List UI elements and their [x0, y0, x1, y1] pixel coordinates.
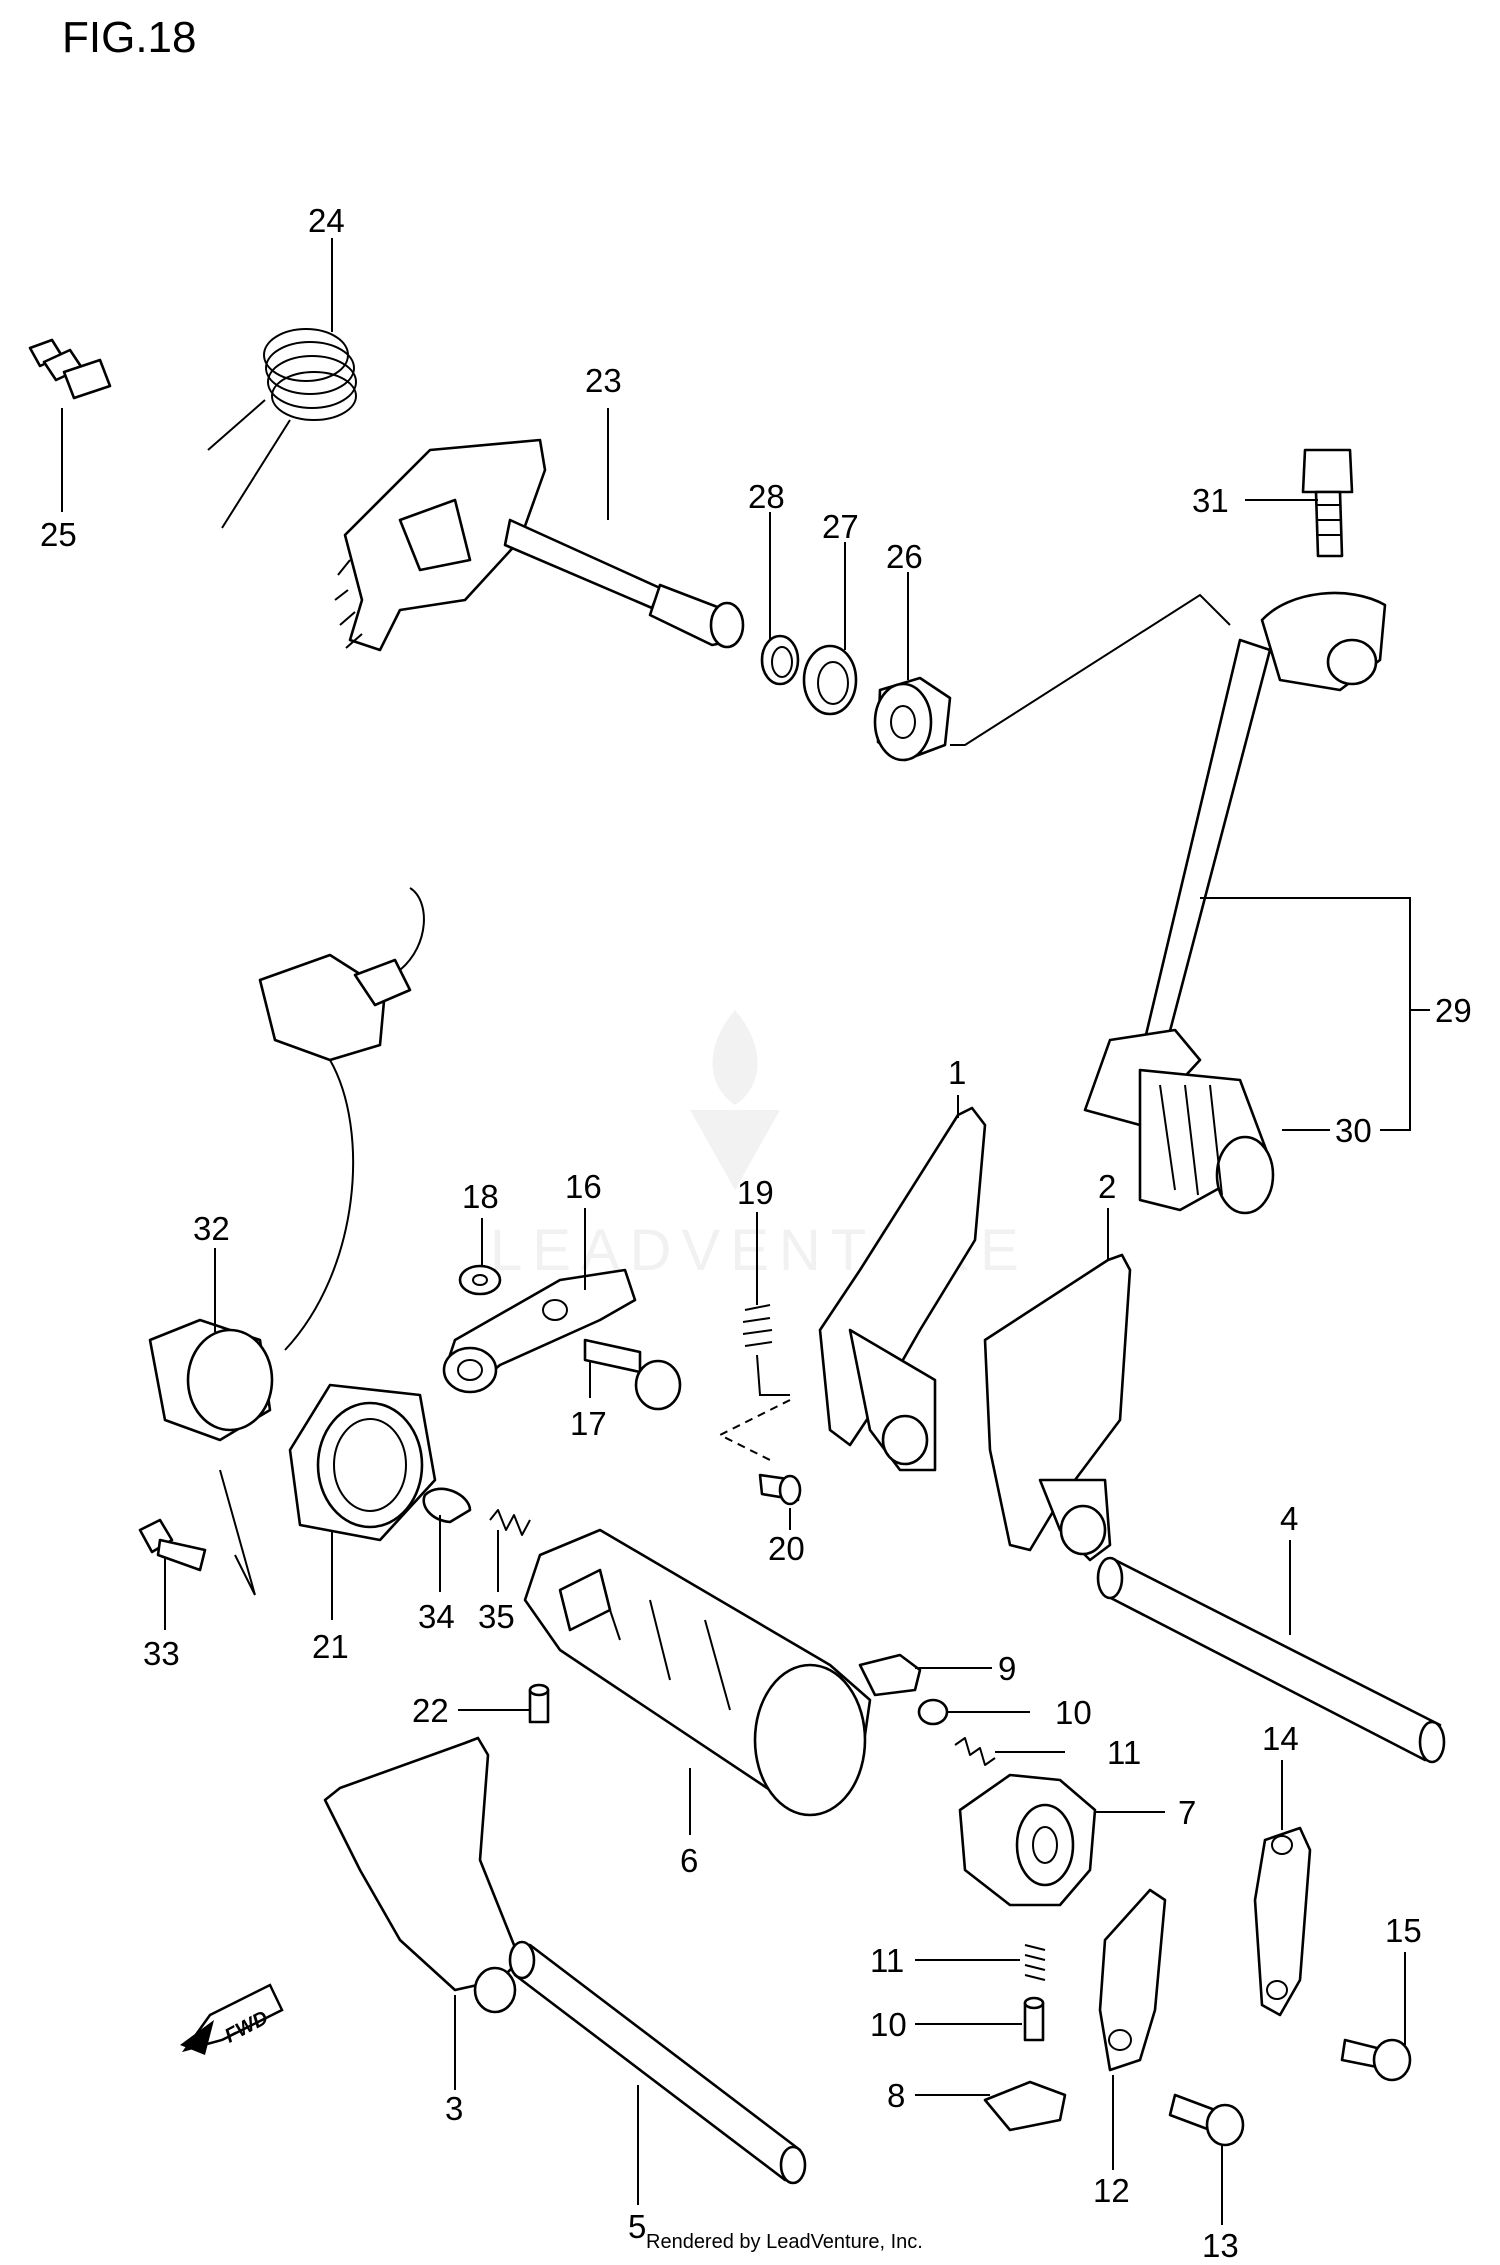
part-28-circlip-drawing	[760, 634, 800, 686]
part-13-screw-drawing	[1168, 2093, 1245, 2147]
figure-title: FIG.18	[62, 13, 197, 62]
part-1-shift-fork-drawing	[818, 1106, 987, 1472]
part-20-pin-drawing	[758, 1473, 802, 1506]
callout-18: 18	[462, 1178, 499, 1215]
callout-3: 3	[445, 2090, 463, 2127]
part-10-pin-lower-drawing	[1023, 1996, 1045, 2042]
part-16-stopper-drawing	[442, 1268, 637, 1394]
footer-credit: Rendered by LeadVenture, Inc.	[646, 2231, 923, 2253]
part-10-pin-drawing	[917, 1698, 949, 1726]
part-24-spring-drawing	[207, 328, 357, 529]
callout-34: 34	[418, 1598, 455, 1635]
callout-16: 16	[565, 1168, 602, 1205]
callout-1: 1	[948, 1054, 966, 1091]
callout-24: 24	[308, 202, 345, 239]
part-8-holder-drawing	[983, 2080, 1067, 2132]
callout-12: 12	[1093, 2172, 1130, 2209]
callout-32: 32	[193, 1210, 230, 1247]
part-22-pin-drawing	[528, 1683, 550, 1724]
callout-11-lower: 11	[870, 1942, 904, 1979]
callout-2: 2	[1098, 1168, 1116, 1205]
part-4-shaft-drawing	[1096, 1556, 1446, 1764]
callout-28: 28	[748, 478, 785, 515]
callout-10: 10	[1055, 1694, 1092, 1731]
part-18-washer-drawing	[458, 1264, 502, 1296]
callout-14: 14	[1262, 1720, 1299, 1757]
callout-13: 13	[1202, 2227, 1239, 2264]
callout-labels: 24 25 23 28 27 26 31 29 30 1 2 18 16 19 …	[40, 202, 1472, 2264]
callout-35: 35	[478, 1598, 515, 1635]
callout-19: 19	[737, 1174, 774, 1211]
part-11-spring-lower-drawing	[1024, 1944, 1046, 1981]
fwd-arrow-badge: FWD	[180, 1983, 284, 2055]
callout-10-lower: 10	[870, 2006, 907, 2043]
callout-20: 20	[768, 1530, 805, 1567]
callout-33: 33	[143, 1635, 180, 1672]
part-31-bolt-drawing	[1301, 448, 1354, 558]
callout-17: 17	[570, 1405, 607, 1442]
callout-7: 7	[1178, 1794, 1196, 1831]
callout-30: 30	[1335, 1112, 1372, 1149]
part-33-screw-drawing	[138, 1518, 207, 1572]
part-32-gear-position-switch-drawing	[148, 887, 425, 1596]
part-11-spring-drawing	[954, 1737, 996, 1766]
part-21-plate-drawing	[288, 1383, 437, 1542]
part-17-bolt-drawing	[583, 1338, 682, 1411]
part-9-pawl-drawing	[858, 1653, 922, 1697]
part-35-spring-drawing	[489, 1509, 531, 1536]
part-6-gearshift-cam-drawing	[523, 1528, 872, 1817]
callout-9: 9	[998, 1650, 1016, 1687]
callout-25: 25	[40, 516, 77, 553]
callout-15: 15	[1385, 1912, 1422, 1949]
callout-5: 5	[628, 2208, 646, 2245]
part-5-shaft-drawing	[508, 1940, 807, 2185]
callout-27: 27	[822, 508, 859, 545]
callout-29: 29	[1435, 992, 1472, 1029]
part-34-pin-drawing	[422, 1487, 472, 1524]
part-3-shift-fork-drawing	[323, 1736, 522, 2014]
part-7-cam-gear-drawing	[958, 1773, 1097, 1907]
part-25-bolt-drawing	[28, 338, 112, 400]
leader-lines	[61, 238, 1430, 2225]
callout-22: 22	[412, 1692, 449, 1729]
callout-8: 8	[887, 2077, 905, 2114]
part-14-plate-drawing	[1253, 1826, 1312, 2017]
part-2-shift-fork-drawing	[983, 1253, 1132, 1562]
callout-11: 11	[1107, 1734, 1141, 1771]
part-12-stopper-arm-drawing	[1098, 1888, 1167, 2072]
callout-26: 26	[886, 538, 923, 575]
callout-31: 31	[1192, 482, 1229, 519]
part-23-gearshift-shaft-drawing	[334, 438, 745, 652]
part-27-washer-drawing	[802, 644, 858, 716]
part-15-screw-drawing	[1340, 2038, 1412, 2082]
part-29-gearshift-lever-drawing	[1083, 591, 1387, 1215]
callout-23: 23	[585, 362, 622, 399]
callout-4: 4	[1280, 1500, 1298, 1537]
part-26-oil-seal-drawing	[873, 676, 952, 762]
part-19-spring-drawing	[717, 1304, 791, 1461]
callout-6: 6	[680, 1842, 698, 1879]
callout-21: 21	[312, 1628, 349, 1665]
